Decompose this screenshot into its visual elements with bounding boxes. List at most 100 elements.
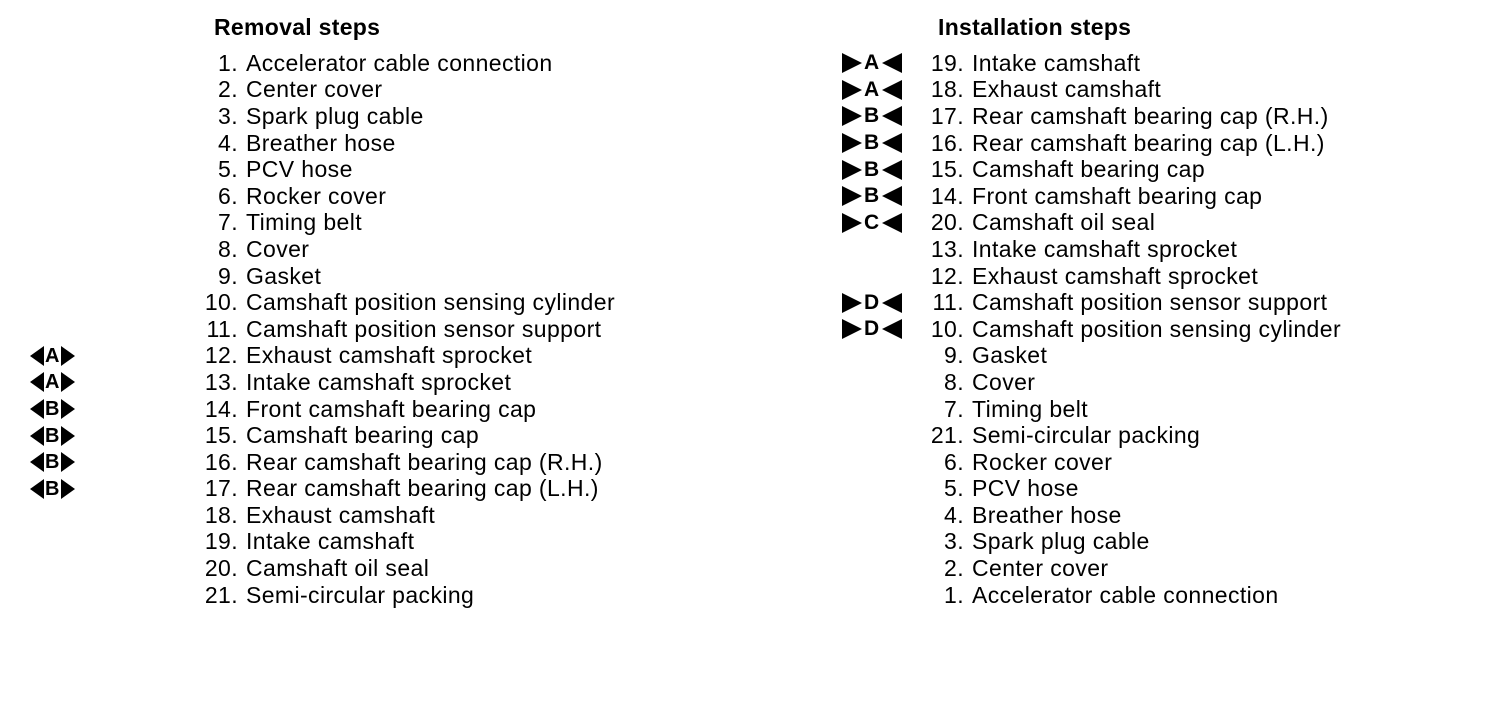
marker-letter: A	[45, 371, 60, 394]
marker-slot: A	[842, 51, 918, 75]
step-label: Exhaust camshaft	[246, 501, 436, 528]
triangle-right-icon	[842, 319, 862, 340]
step-number: 3.	[944, 528, 964, 555]
step-number: 11.	[932, 289, 964, 316]
marker-slot: B	[842, 131, 918, 155]
step-row: 11.Camshaft position sensor support	[30, 316, 730, 343]
step-label: Camshaft position sensing cylinder	[246, 289, 615, 316]
triangle-left-icon	[30, 425, 44, 446]
marker-slot: B	[842, 157, 918, 181]
triangle-left-icon	[881, 133, 902, 154]
step-number: 4.	[944, 501, 964, 528]
step-number: 12.	[930, 262, 964, 289]
triangle-left-icon	[30, 345, 44, 366]
step-number: 8.	[944, 368, 964, 395]
marker-letter: B	[45, 424, 60, 447]
step-number: 1.	[944, 581, 964, 608]
step-number: 17.	[204, 475, 238, 502]
triangle-right-icon	[842, 292, 862, 313]
installation-service-point-marker: C	[842, 210, 902, 234]
triangle-right-icon	[842, 53, 862, 74]
step-number: 1.	[218, 49, 238, 76]
step-label: Exhaust camshaft	[972, 76, 1162, 103]
removal-service-point-marker: A	[30, 344, 75, 367]
marker-letter: D	[864, 290, 880, 314]
marker-slot: A	[30, 371, 200, 394]
step-row: 8.Cover	[30, 236, 730, 263]
marker-letter: B	[864, 131, 880, 155]
step-number: 6.	[944, 448, 964, 475]
marker-letter: B	[45, 451, 60, 474]
step-number: 20.	[204, 555, 238, 582]
step-row: 7.Timing belt	[30, 209, 730, 237]
triangle-right-icon	[842, 106, 862, 127]
step-row: 5.PCV hose	[842, 475, 1482, 503]
triangle-right-icon	[842, 212, 862, 233]
step-row: 2.Center cover	[30, 76, 730, 104]
step-number: 14.	[930, 182, 964, 209]
step-number: 13.	[204, 368, 238, 395]
marker-letter: A	[45, 344, 60, 367]
installation-service-point-marker: B	[842, 131, 902, 155]
step-row: 19.Intake camshaft	[30, 528, 730, 556]
step-label: Intake camshaft sprocket	[246, 368, 512, 395]
step-label: Rear camshaft bearing cap (R.H.)	[246, 448, 603, 475]
step-row: 9.Gasket	[30, 263, 730, 290]
step-row: 1.Accelerator cable connection	[842, 582, 1482, 609]
marker-slot: C	[842, 210, 918, 234]
step-number: 5.	[218, 156, 238, 183]
triangle-left-icon	[881, 53, 902, 74]
marker-letter: B	[45, 477, 60, 500]
removal-service-point-marker: A	[30, 371, 75, 394]
installation-service-point-marker: B	[842, 157, 902, 181]
marker-letter: A	[864, 77, 880, 101]
triangle-right-icon	[60, 399, 75, 420]
step-number: 7.	[218, 209, 238, 236]
step-number: 4.	[218, 129, 238, 156]
step-label: Breather hose	[972, 501, 1122, 528]
marker-slot: D	[842, 290, 918, 314]
step-label: Spark plug cable	[246, 102, 424, 129]
marker-letter: B	[864, 184, 880, 208]
step-number: 9.	[218, 262, 238, 289]
triangle-right-icon	[842, 79, 862, 100]
step-label: Front camshaft bearing cap	[246, 395, 537, 422]
step-label: Cover	[246, 235, 310, 262]
marker-slot: A	[842, 77, 918, 101]
marker-letter: A	[864, 51, 880, 75]
step-label: Camshaft position sensing cylinder	[972, 315, 1341, 342]
step-row: 1.Accelerator cable connection	[30, 50, 730, 77]
installation-service-point-marker: D	[842, 290, 902, 314]
marker-slot: B	[30, 451, 200, 474]
step-row: 13.Intake camshaft sprocket	[842, 236, 1482, 263]
step-number: 21.	[204, 581, 238, 608]
triangle-right-icon	[60, 452, 75, 473]
step-number: 15.	[930, 156, 964, 183]
marker-letter: B	[864, 104, 880, 128]
step-label: Exhaust camshaft sprocket	[972, 262, 1259, 289]
step-row: 6.Rocker cover	[30, 183, 730, 210]
step-number: 16.	[204, 448, 238, 475]
step-number: 11.	[206, 315, 238, 342]
marker-letter: B	[864, 157, 880, 181]
marker-letter: C	[864, 210, 880, 234]
step-number: 3.	[218, 102, 238, 129]
step-label: Camshaft oil seal	[972, 209, 1156, 236]
step-label: Camshaft position sensor support	[972, 289, 1328, 316]
triangle-right-icon	[842, 159, 862, 180]
marker-letter: B	[45, 398, 60, 421]
step-row: D 11. Camshaft position sensor support	[842, 289, 1482, 316]
triangle-left-icon	[881, 186, 902, 207]
marker-slot: B	[30, 477, 200, 500]
marker-slot: D	[842, 317, 918, 341]
step-label: Camshaft oil seal	[246, 555, 430, 582]
marker-letter: D	[864, 317, 880, 341]
marker-slot: B	[30, 424, 200, 447]
